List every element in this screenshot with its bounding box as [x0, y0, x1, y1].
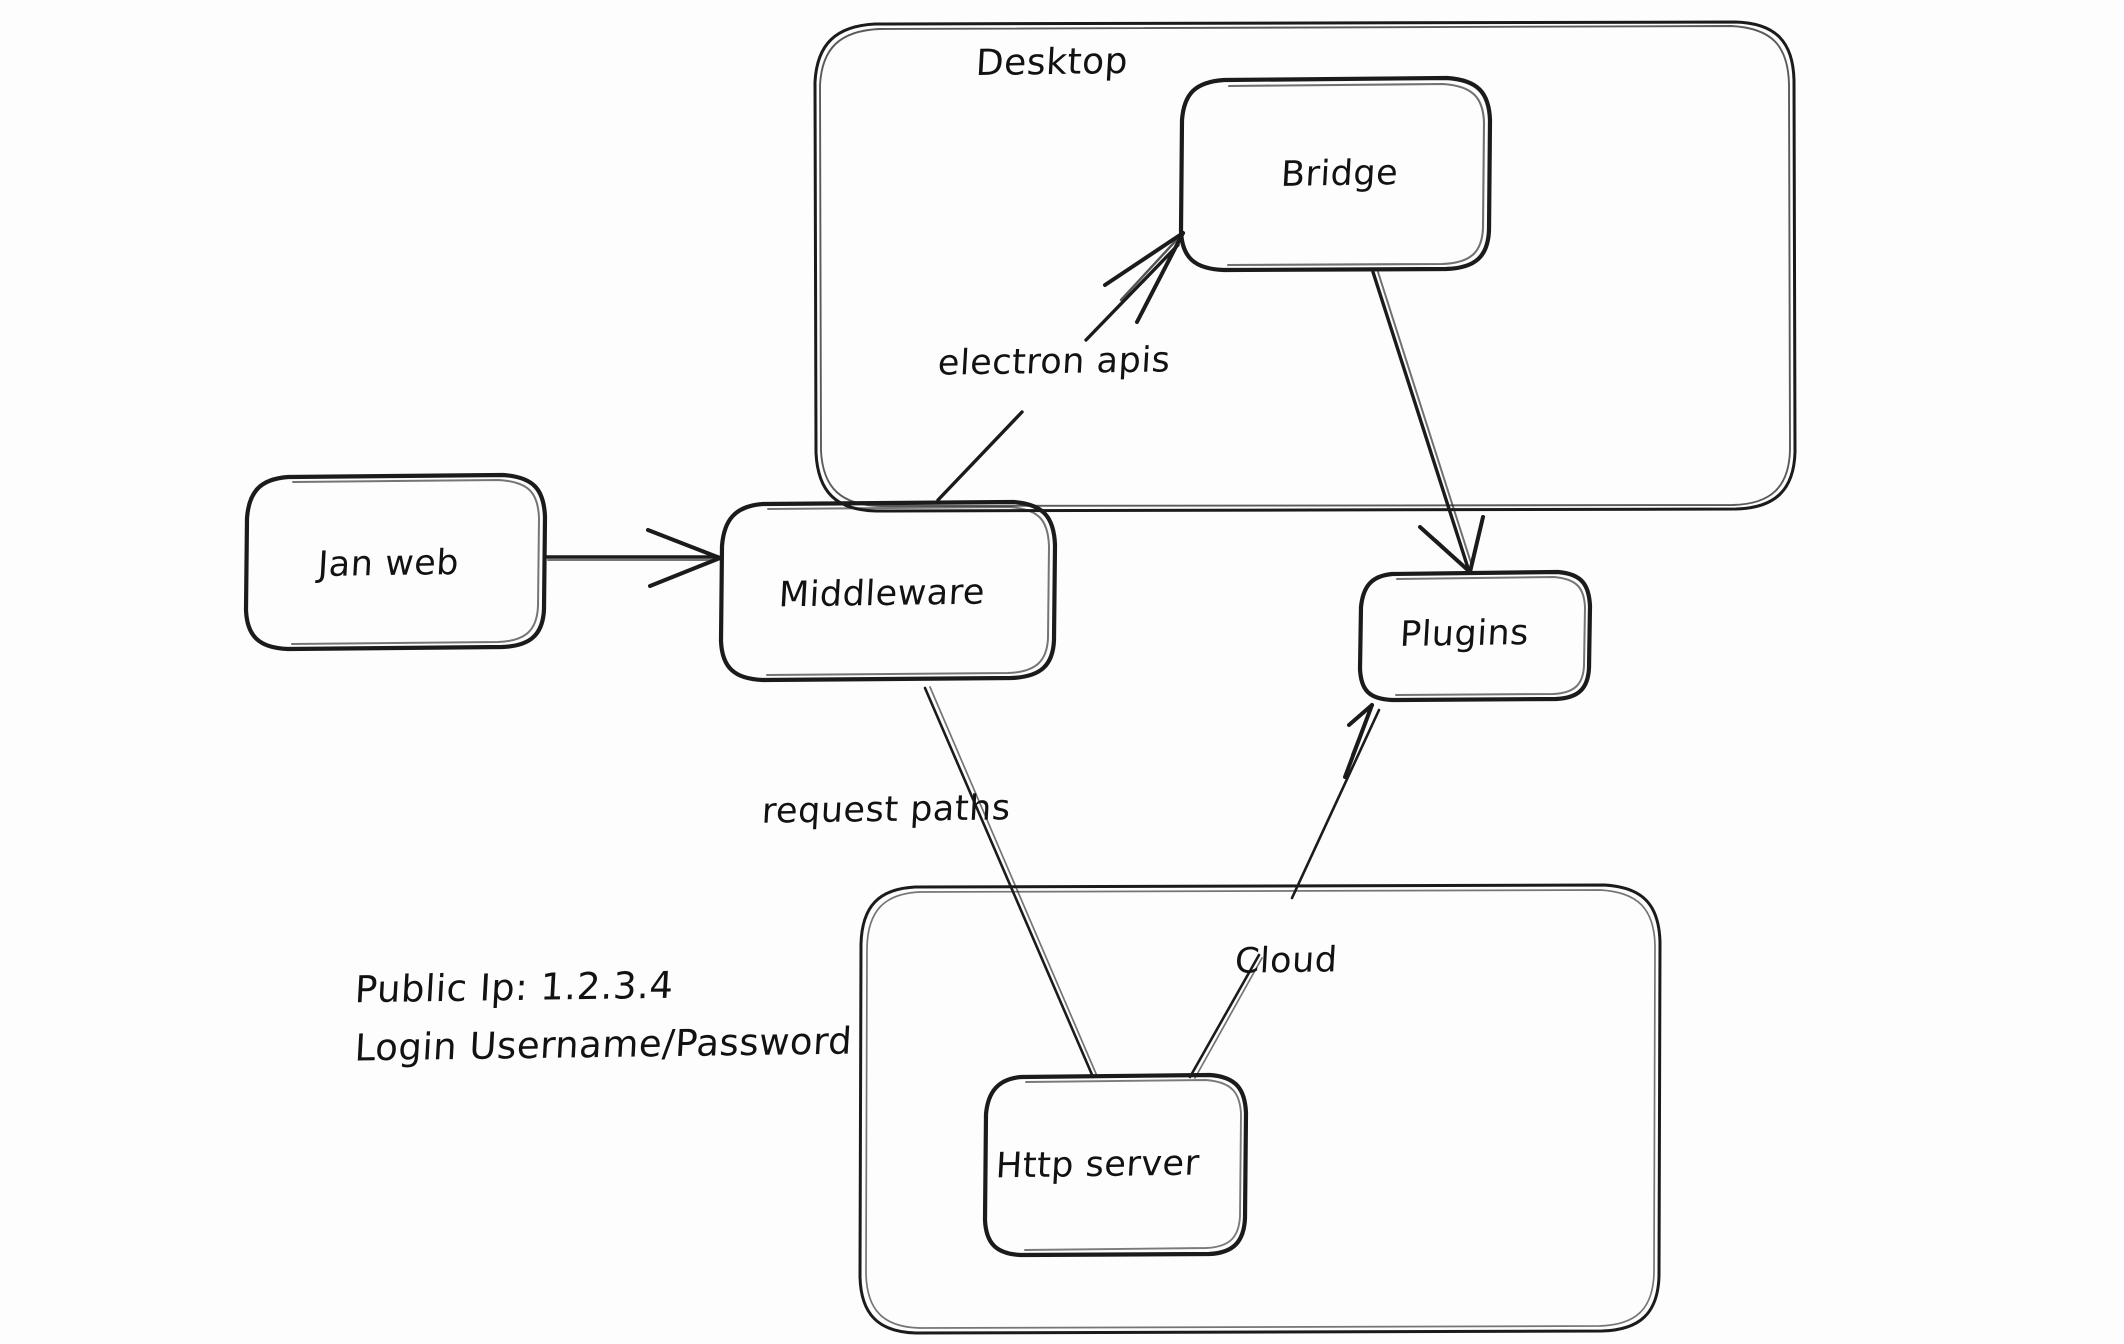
node-http-server-outline: [982, 1072, 1249, 1258]
node-bridge[interactable]: [1180, 78, 1490, 270]
node-http-server[interactable]: [985, 1075, 1245, 1255]
node-jan-web-outline: [243, 472, 548, 652]
node-plugins-outline: [1357, 569, 1593, 703]
node-jan-web[interactable]: [245, 475, 545, 650]
node-bridge-outline: [1178, 75, 1493, 273]
edge-middleware-to-bridge: [936, 231, 1185, 502]
note-login: Login Username/Password: [353, 1019, 854, 1070]
edge-janweb-to-middleware: [543, 528, 722, 588]
container-cloud-group[interactable]: [860, 885, 1660, 1333]
edge-label-request-paths: request paths: [760, 788, 1012, 832]
edge-http-server-to-plugins: [1188, 703, 1381, 1079]
edge-middleware-to-http-server: [923, 686, 1098, 1079]
container-desktop-outline: [813, 20, 1797, 513]
edge-bridge-to-plugins: [1371, 270, 1485, 574]
node-middleware[interactable]: [720, 502, 1055, 680]
note-public-ip: Public Ip: 1.2.3.4: [353, 963, 675, 1012]
node-middleware-outline: [718, 499, 1058, 683]
node-plugins[interactable]: [1360, 572, 1590, 700]
container-cloud-outline: [858, 883, 1662, 1335]
